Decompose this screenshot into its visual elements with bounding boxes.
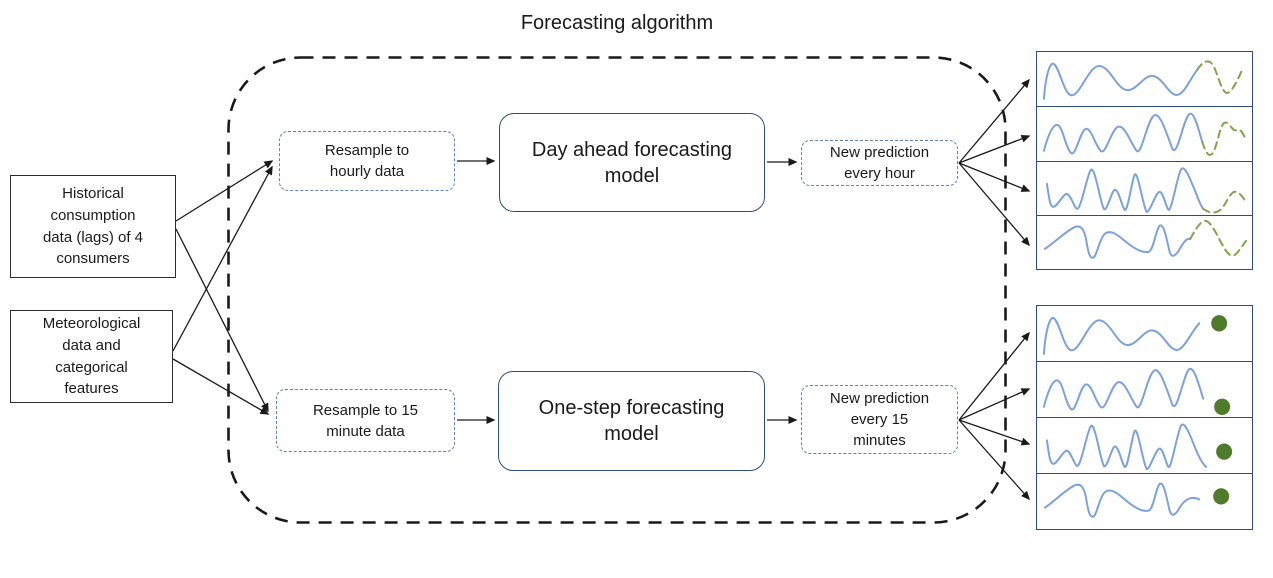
quarter-prediction-box: New prediction every 15 minutes [801, 385, 958, 454]
forecast-curve [1202, 190, 1248, 213]
input-historical-consumption: Historical consumption data (lags) of 4 … [10, 175, 176, 278]
one-step-model-box: One-step forecasting model [498, 371, 765, 471]
arrow-quarter-to-panel-1 [958, 331, 1030, 421]
input-meteorological: Meteorological data and categorical feat… [10, 310, 173, 403]
forecast-curve [1201, 121, 1247, 156]
quarter-panel-consumer-1 [1037, 306, 1252, 361]
hourly-panel-consumer-4 [1037, 215, 1252, 270]
forecast-curve [1189, 220, 1248, 257]
day-ahead-model-box: Day ahead forecasting model [499, 113, 765, 212]
algorithm-boundary [227, 56, 1007, 524]
arrow-historical-to-hourly-resample [175, 160, 274, 222]
history-curve [1043, 224, 1192, 260]
next-step-point [1213, 488, 1230, 505]
quarter-panel-consumer-3 [1037, 417, 1252, 473]
diagram-title: Forecasting algorithm [520, 12, 714, 34]
quarter-panel-consumer-2 [1037, 361, 1252, 417]
hourly-panel-consumer-2 [1037, 105, 1252, 161]
arrow-meteo-to-hourly-resample [172, 165, 273, 352]
arrow-quarter-to-panel-4 [958, 419, 1030, 501]
hourly-resample-box: Resample to hourly data [279, 131, 455, 191]
next-step-point [1216, 443, 1233, 460]
quarter-resample-box: Resample to 15 minute data [276, 389, 455, 452]
history-curve [1045, 166, 1205, 213]
arrow-hourly-to-panel-2 [958, 134, 1031, 164]
hourly-prediction-box: New prediction every hour [801, 140, 958, 186]
arrow-hourly-to-panel-1 [958, 78, 1030, 164]
hourly-panel-consumer-1 [1037, 52, 1252, 106]
arrow-meteo-to-quarter-resample [172, 358, 270, 415]
arrow-quarter-to-panel-2 [958, 388, 1031, 421]
arrow-hourly-to-panel-3 [958, 162, 1031, 192]
history-curve [1043, 482, 1201, 518]
quarter-forecast-panels [1036, 305, 1253, 530]
arrow-quarter-to-panel-3 [958, 419, 1031, 446]
arrow-hourly-to-panel-4 [958, 162, 1030, 247]
next-step-point [1214, 398, 1231, 415]
hourly-panel-consumer-3 [1037, 160, 1252, 216]
history-curve [1042, 112, 1204, 155]
next-step-point [1211, 315, 1228, 332]
history-curve [1042, 317, 1201, 355]
quarter-panel-consumer-4 [1037, 473, 1252, 529]
history-curve [1042, 368, 1205, 411]
history-curve [1042, 62, 1199, 100]
hourly-forecast-panels [1036, 51, 1253, 270]
arrow-historical-to-quarter-resample [175, 228, 269, 413]
history-curve [1045, 423, 1208, 470]
forecast-curve [1196, 60, 1245, 94]
